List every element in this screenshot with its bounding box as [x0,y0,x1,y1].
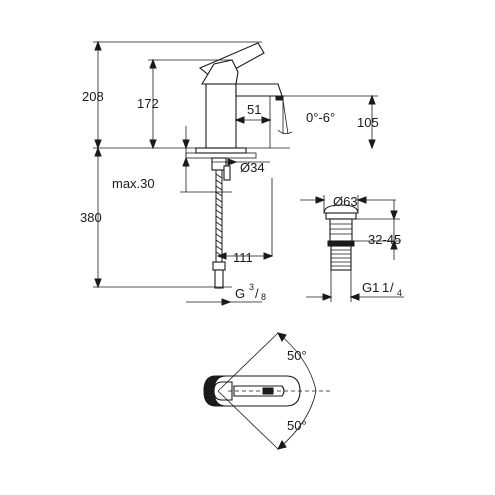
dim-spout-height: 172 [137,58,232,150]
dim-deck-max: max.30 [112,126,232,193]
hose-offset-label: 111 [233,250,253,265]
hole-diameter-label: Ø34 [240,160,265,175]
dim-thread: G 3 / 8 [186,282,266,306]
thread-denominator: 8 [261,292,266,302]
counter-surface [185,152,257,159]
top-view-handle [213,381,233,401]
mounting-nut [211,157,227,171]
waste-body [329,218,353,242]
angle-top-label: 50° [287,348,307,363]
angle-bottom-label: 50° [287,418,307,433]
svg-text:/: / [255,286,259,301]
waste-range-label: 32-45 [368,232,401,247]
spout-reach-small-label: 51 [247,102,261,117]
dim-spout-reach: 51 105 0°-6° [234,94,379,150]
faucet-aerator [275,95,284,101]
faucet-side-view [185,42,284,289]
dim-waste-diameter: Ø63 [300,194,396,212]
spout-reach-label: 105 [357,115,379,130]
hose-connector-nut [212,261,226,271]
spout-height-label: 172 [137,96,159,111]
svg-text:/: / [390,280,394,295]
dim-hose-offset: 111 [216,178,274,265]
hose-braid [215,173,223,257]
waste-thread-main-label: G1 [362,280,379,295]
waste-diameter-label: Ø63 [333,194,358,209]
waste-valve [323,204,359,271]
thread-main-label: G [235,286,245,301]
thread-numerator: 3 [249,282,254,292]
dim-total-height: 208 [82,40,290,150]
faucet-body [205,83,237,149]
dim-hole-diameter: Ø34 [212,158,270,175]
hose-connector [214,269,224,289]
angle-indicator: 50° 50° [217,332,330,450]
dim-hose-length: 380 [80,146,232,289]
waste-thread-numerator: 1 [382,280,389,295]
waste-nut [327,240,355,247]
mounting-stud [223,165,231,181]
hose-length-label: 380 [80,210,102,225]
waste-thread-denominator: 4 [397,288,402,298]
dim-waste-thread: G1 1 / 4 [306,270,404,302]
dim-waste-range: 32-45 [354,200,401,260]
deck-plate [195,147,247,154]
deck-max-label: max.30 [112,176,155,191]
faucet-spout [235,83,283,97]
tilt-angle-label: 0°-6° [306,110,335,125]
waste-flange [325,212,357,220]
total-height-label: 208 [82,89,104,104]
waste-cap [323,204,359,214]
